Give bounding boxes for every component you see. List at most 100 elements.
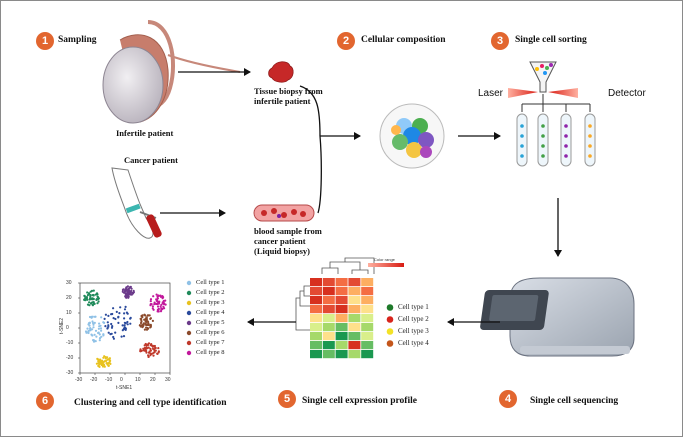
tsne-point [94, 340, 97, 343]
tsne-point [96, 302, 99, 305]
tsne-point [119, 306, 122, 309]
tsne-point [91, 334, 94, 337]
tsne-y-tick-label: 20 [66, 295, 72, 301]
tsne-point [121, 288, 124, 292]
arm-blood-draw-illustration [111, 167, 162, 239]
tsne-x-tick-label: 10 [135, 377, 141, 383]
tsne-point [96, 295, 99, 298]
tsne-point [103, 317, 106, 320]
tsne-point [98, 322, 101, 325]
tsne-point [145, 328, 149, 331]
tsne-x-tick-label: 30 [165, 377, 171, 383]
expression-heatmap [310, 278, 374, 359]
tsne-point [156, 352, 159, 355]
tsne-point [99, 327, 103, 330]
tsne-point [156, 297, 159, 300]
heatmap-cell [322, 296, 335, 305]
blood-caption-line-2: cancer patient [254, 236, 306, 246]
tsne-point [146, 347, 149, 350]
heatmap-cell [348, 323, 361, 332]
tsne-point [126, 320, 129, 324]
tsne-point [92, 297, 95, 301]
tsne-x-axis-label: t-SNE1 [116, 385, 133, 391]
tsne-point [146, 314, 149, 317]
tsne-point [140, 317, 143, 320]
tsne-point [106, 327, 109, 330]
heatmap-cell [322, 305, 335, 314]
heatmap-legend-dot [386, 304, 394, 311]
tsne-point [110, 326, 114, 329]
tsne-point [140, 314, 143, 318]
heatmap-cell [310, 341, 322, 350]
tsne-point [86, 327, 89, 330]
tsne-point [129, 322, 132, 325]
tsne-point [93, 321, 96, 324]
tsne-legend-markers [186, 280, 192, 356]
tsne-legend-dot [186, 330, 192, 336]
tsne-point [129, 286, 132, 289]
heatmap-legend-item: Cell type 2 [398, 315, 429, 323]
tsne-legend-dot [186, 300, 192, 306]
heatmap-cell [310, 278, 322, 287]
tsne-y-tick-label: -20 [66, 355, 74, 361]
tsne-point [93, 333, 96, 336]
tsne-point [100, 329, 103, 332]
tsne-x-tick-label: 20 [150, 377, 156, 383]
tsne-point [101, 359, 104, 362]
tsne-legend-dot [186, 290, 192, 296]
tsne-point [123, 291, 126, 294]
infertile-patient-label: Infertile patient [116, 128, 174, 138]
tsne-point [159, 305, 162, 308]
tsne-point [151, 347, 155, 350]
tsne-legend-item: Cell type 4 [196, 309, 225, 316]
tsne-point [149, 300, 152, 303]
tsne-point [160, 307, 163, 310]
heatmap-cell [348, 278, 361, 287]
tsne-point [151, 305, 154, 308]
tissue-caption-line-2: infertile patient [254, 96, 311, 106]
heatmap-cell [335, 341, 348, 350]
tsne-point [149, 304, 152, 307]
cancer-patient-label: Cancer patient [124, 155, 178, 165]
tsne-point [153, 349, 156, 352]
tsne-point [97, 331, 100, 335]
tsne-legend-dot [186, 320, 192, 326]
color-range-label: Color range [374, 257, 395, 262]
tsne-x-tick-label: -10 [105, 377, 113, 383]
tsne-point [115, 310, 118, 313]
tsne-point [153, 303, 156, 306]
tsne-point [125, 292, 129, 295]
heatmap-legend-dot [386, 316, 394, 323]
tsne-point [106, 358, 109, 361]
tsne-point [121, 324, 124, 327]
heatmap-cell [348, 314, 361, 323]
heatmap-cell [335, 350, 348, 359]
tsne-point [110, 322, 113, 326]
tsne-point [87, 329, 90, 332]
heatmap-legend-markers [386, 304, 394, 347]
heatmap-cell [348, 305, 361, 314]
tsne-point [88, 324, 91, 327]
tsne-y-tick-label: -10 [66, 340, 74, 346]
tsne-point [149, 317, 152, 320]
tsne-point [83, 298, 86, 301]
tsne-point [151, 319, 154, 322]
cell-sorter-illustration [508, 61, 596, 167]
tsne-point [110, 332, 113, 335]
tsne-point [105, 362, 108, 365]
tsne-point [105, 356, 108, 359]
tsne-point [84, 330, 88, 333]
step-5-label: Single cell expression profile [302, 396, 417, 406]
tsne-point [100, 316, 103, 319]
tsne-point [150, 352, 153, 355]
tsne-point [157, 351, 160, 354]
heatmap-cell [361, 296, 374, 305]
tsne-point [94, 329, 98, 332]
tsne-point [88, 301, 91, 304]
heatmap-cell [310, 287, 322, 296]
tsne-point [97, 358, 100, 361]
tsne-x-tick-label: -20 [90, 377, 98, 383]
tsne-point [146, 320, 150, 323]
tsne-point [88, 304, 91, 307]
